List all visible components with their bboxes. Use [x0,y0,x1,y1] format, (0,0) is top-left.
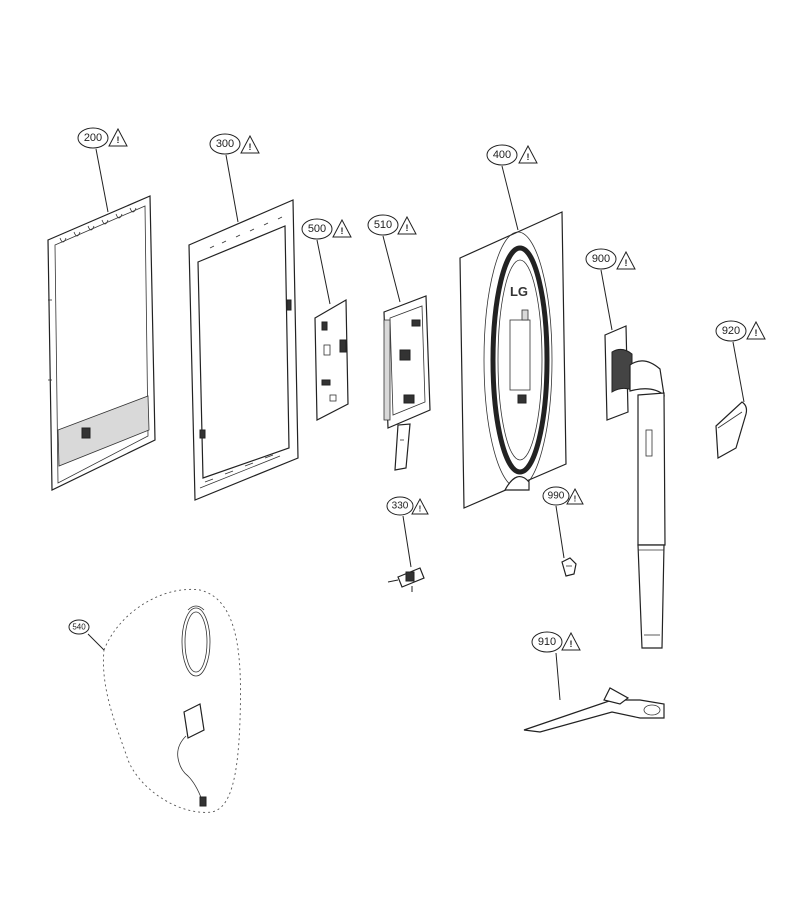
callout-label-900: 900 [592,253,610,265]
part-500-power-board [314,298,349,421]
svg-text:!: ! [406,223,409,233]
part-300-middle-frame [188,199,299,501]
part-510-main-board [383,295,431,471]
svg-text:!: ! [755,328,758,338]
warning-icon: ! [411,497,429,515]
part-910-stand-base [523,687,665,733]
lg-logo: LG [510,284,528,299]
part-200-lcd-panel [47,195,156,491]
warning-icon: ! [566,487,584,505]
callout-label-990: 990 [548,491,565,502]
warning-icon: ! [561,631,581,651]
callout-label-400: 400 [493,149,511,161]
svg-text:!: ! [574,495,577,504]
callout-900: 900 ! [585,248,636,270]
callout-label-920: 920 [722,325,740,337]
part-400-back-cover: LG [459,211,567,509]
warning-icon: ! [518,144,538,164]
callout-500: 500 ! [301,218,352,240]
part-900-stand-neck [604,325,666,649]
svg-text:!: ! [117,135,120,145]
callout-label-510: 510 [374,219,392,231]
callout-990: 990 ! [542,486,584,506]
warning-icon: ! [240,134,260,154]
part-990-screw [561,557,577,577]
callout-label-500: 500 [308,223,326,235]
callout-300: 300 ! [209,133,260,155]
warning-icon: ! [332,218,352,238]
callout-label-300: 300 [216,138,234,150]
callout-330: 330 ! [386,496,429,516]
callout-910: 910 ! [531,631,581,653]
warning-icon: ! [746,320,766,340]
svg-text:!: ! [570,639,573,649]
callout-510: 510 ! [367,214,417,236]
warning-icon: ! [108,127,128,147]
svg-text:!: ! [419,505,422,514]
callout-540: 540 [68,619,90,635]
callout-200: 200 ! [77,127,128,149]
part-920-cover [715,401,748,459]
warning-icon: ! [616,250,636,270]
callout-label-910: 910 [538,636,556,648]
part-330-connector [387,567,425,592]
leader-lines [87,148,745,701]
callout-920: 920 ! [715,320,766,342]
callout-label-540: 540 [72,623,86,632]
svg-text:!: ! [341,226,344,236]
callout-label-200: 200 [84,132,102,144]
callout-label-330: 330 [392,501,409,512]
warning-icon: ! [397,215,417,235]
callout-400: 400 ! [486,144,538,166]
svg-text:!: ! [249,142,252,152]
svg-text:!: ! [625,258,628,268]
svg-text:!: ! [527,152,530,162]
part-540-accessories [102,588,241,813]
